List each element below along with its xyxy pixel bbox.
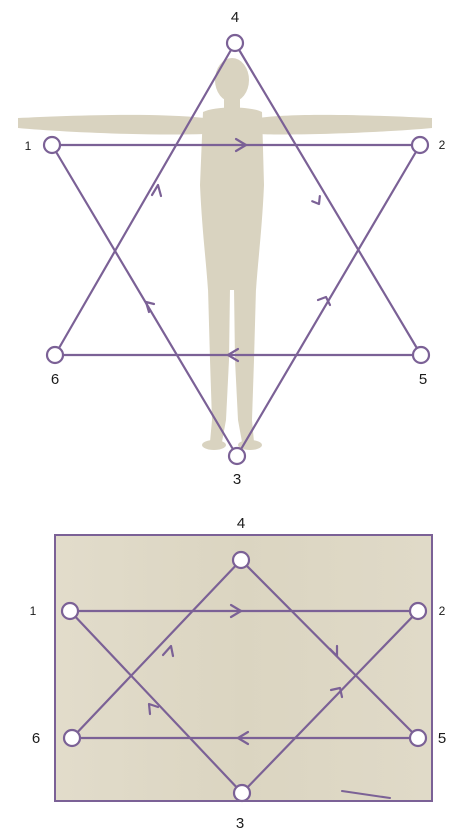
b-node-3 (234, 785, 250, 801)
arrow-down-left (318, 297, 330, 305)
node-1 (44, 137, 60, 153)
node-3 (229, 448, 245, 464)
node-4 (227, 35, 243, 51)
label-1: 1 (25, 139, 32, 153)
label-3: 3 (233, 471, 241, 488)
top-figure: 4 1 2 6 5 3 (18, 9, 446, 488)
label-6: 6 (51, 371, 59, 388)
arrow-down-right (312, 195, 320, 204)
b-node-6 (64, 730, 80, 746)
b-label-3: 3 (236, 815, 244, 832)
b-label-2: 2 (439, 604, 446, 618)
human-silhouette (18, 58, 432, 450)
b-label-5: 5 (438, 730, 446, 747)
node-6 (47, 347, 63, 363)
node-2 (412, 137, 428, 153)
b-node-5 (410, 730, 426, 746)
b-label-6: 6 (32, 730, 40, 747)
b-label-1: 1 (30, 604, 37, 618)
b-node-1 (62, 603, 78, 619)
label-2: 2 (439, 138, 446, 152)
node-5 (413, 347, 429, 363)
b-node-2 (410, 603, 426, 619)
bottom-figure: 4 1 2 6 5 3 (30, 515, 447, 832)
b-label-4: 4 (237, 515, 245, 532)
hand-panel (55, 535, 432, 801)
label-4: 4 (231, 9, 239, 26)
b-node-4 (233, 552, 249, 568)
label-5: 5 (419, 371, 427, 388)
